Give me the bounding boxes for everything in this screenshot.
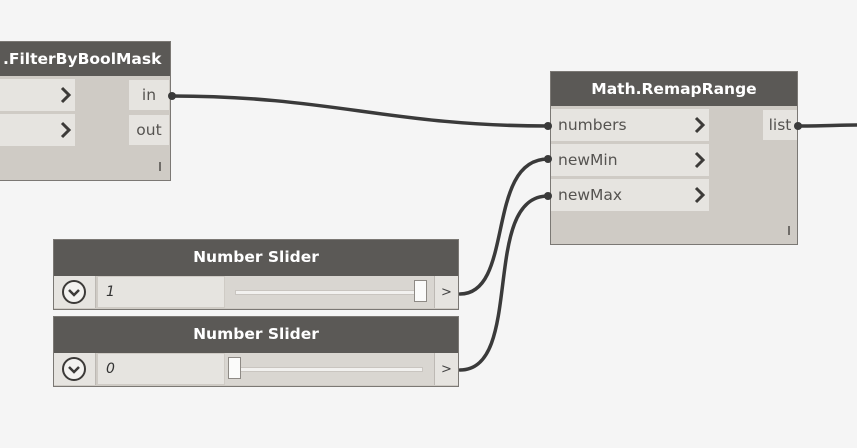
node-title: .FilterByBoolMask [0, 42, 170, 76]
port-label-numbers: numbers [558, 116, 627, 134]
input-port-dot-newmin[interactable] [544, 155, 552, 163]
chevron-right-icon [693, 115, 711, 135]
chevron-right-icon [693, 185, 711, 205]
math-remap-range-node[interactable]: Math.RemapRange numbers newMin newMax li… [550, 71, 798, 245]
slider-output-port[interactable]: > [434, 276, 458, 308]
node-title: Number Slider [54, 317, 458, 353]
output-port-dot-list[interactable] [794, 122, 802, 130]
output-port-list[interactable]: list [763, 110, 797, 140]
input-port-dot-numbers[interactable] [544, 122, 552, 130]
slider-thumb[interactable] [414, 280, 427, 302]
slider-thumb[interactable] [228, 357, 241, 379]
slider-value-field[interactable]: 1 [98, 277, 224, 307]
chevron-down-circle-icon[interactable] [54, 353, 96, 385]
slider-value-field[interactable]: 0 [98, 354, 224, 384]
wire-filter-in-to-numbers[interactable] [170, 94, 550, 128]
input-port-newmax[interactable]: newMax [551, 179, 709, 211]
input-port-1[interactable] [0, 79, 75, 111]
slider-track [235, 290, 423, 295]
lacing-indicator [788, 226, 790, 235]
output-port-out[interactable]: out [129, 115, 169, 145]
port-label-newmin: newMin [558, 151, 618, 169]
chevron-down-circle-icon[interactable] [54, 276, 96, 308]
number-slider-node-2[interactable]: Number Slider 0 > [53, 316, 459, 387]
input-port-dot-newmax[interactable] [544, 192, 552, 200]
node-title: Math.RemapRange [551, 72, 797, 106]
chevron-right-icon [693, 150, 711, 170]
slider-output-port[interactable]: > [434, 353, 458, 385]
slider-control[interactable] [225, 353, 434, 385]
filter-by-bool-mask-node[interactable]: .FilterByBoolMask in out [0, 41, 171, 181]
slider-control[interactable] [225, 276, 434, 308]
input-port-numbers[interactable]: numbers [551, 109, 709, 141]
output-port-dot[interactable] [168, 92, 176, 100]
input-port-newmin[interactable]: newMin [551, 144, 709, 176]
chevron-right-icon [59, 120, 77, 140]
node-title: Number Slider [54, 240, 458, 276]
wire-slider2-to-newmax[interactable] [458, 194, 550, 372]
port-label-newmax: newMax [558, 186, 623, 204]
wire-remap-list-out[interactable] [795, 123, 857, 128]
chevron-right-icon [59, 85, 77, 105]
slider-track [235, 367, 423, 372]
wire-slider1-to-newmin[interactable] [458, 157, 550, 296]
lacing-indicator [159, 162, 161, 171]
output-port-in[interactable]: in [129, 80, 169, 110]
input-port-2[interactable] [0, 114, 75, 146]
number-slider-node-1[interactable]: Number Slider 1 > [53, 239, 459, 310]
